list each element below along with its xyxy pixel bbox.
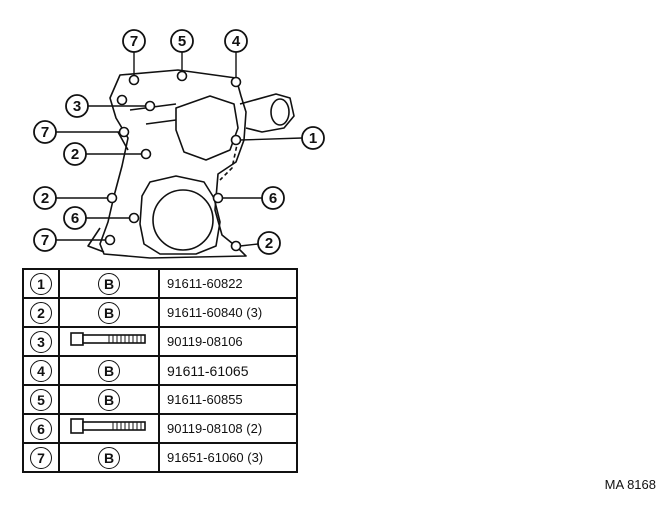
part-number-badge: 5	[30, 388, 52, 411]
bolt-hole	[144, 100, 156, 112]
pulley-housing	[139, 175, 221, 255]
callout-label: 5	[178, 33, 186, 50]
bolt-head-icon: B	[98, 446, 120, 469]
long-bolt-icon	[70, 332, 146, 346]
table-row: 2 B 91611-60840 (3)	[22, 297, 298, 328]
bolt-head-icon: B	[98, 359, 120, 382]
callout-circle	[33, 228, 57, 252]
table-row: 4 B 91611-61065	[22, 355, 298, 386]
bolt-hole	[106, 192, 118, 204]
bolt-hole	[104, 234, 116, 246]
bolt-parts-table: 1 B 91611-60822 2 B 91611-60840 (3) 3 90…	[22, 268, 298, 473]
bolt-hole	[230, 134, 242, 146]
callout-label: 2	[41, 190, 49, 207]
part-number-badge: 7	[30, 446, 52, 469]
callout-circle	[257, 231, 281, 255]
part-number: 91611-60855	[158, 384, 298, 415]
callout-circle	[122, 29, 146, 53]
upper-housing	[175, 95, 239, 161]
bolt-head-icon: B	[98, 301, 120, 324]
callout-label: 1	[309, 130, 317, 147]
callout-label: 7	[41, 124, 49, 141]
bolt-hole	[140, 148, 152, 160]
callout-label: 2	[265, 235, 273, 252]
part-number: 90119-08108 (2)	[158, 413, 298, 444]
part-number: 91651-61060 (3)	[158, 442, 298, 473]
callout-circle	[170, 29, 194, 53]
part-number: 91611-60822	[158, 268, 298, 299]
callout-circle	[65, 94, 89, 118]
bolt-hole	[116, 94, 128, 106]
timing-cover-outline	[99, 69, 247, 259]
bolt-hole	[128, 212, 140, 224]
callout-label: 3	[73, 98, 81, 115]
bolt-hole	[230, 240, 242, 252]
table-row: 3 90119-08106	[22, 326, 298, 357]
table-row: 6 90119-08108 (2)	[22, 413, 298, 444]
part-number-badge: 4	[30, 359, 52, 382]
figure-reference-code: MA 8168	[604, 477, 656, 492]
callout-circle	[63, 206, 87, 230]
bolt-hole	[118, 126, 130, 138]
bolt-hole	[128, 74, 140, 86]
part-number-badge: 1	[30, 272, 52, 295]
table-row: 1 B 91611-60822	[22, 268, 298, 299]
part-number-badge: 6	[30, 417, 52, 440]
callout-circle	[224, 29, 248, 53]
part-number: 91611-60840 (3)	[158, 297, 298, 328]
part-number: 90119-08106	[158, 326, 298, 357]
callout-label: 2	[71, 146, 79, 163]
part-number-badge: 3	[30, 330, 52, 353]
long-bolt-icon	[70, 418, 146, 434]
timing-cover-diagram: 7 5 4 3 7 2 2 6 7 1 6 2	[33, 29, 325, 259]
callout-circle	[301, 126, 325, 150]
table-row: 7 B 91651-61060 (3)	[22, 442, 298, 473]
bolt-head-icon: B	[98, 272, 120, 295]
water-pump-outlet	[239, 93, 295, 133]
callout-label: 7	[130, 33, 138, 50]
callout-circle	[261, 186, 285, 210]
bolt-hole	[230, 76, 242, 88]
bolt-hole	[176, 70, 188, 82]
callout-label: 6	[71, 210, 79, 227]
part-number-badge: 2	[30, 301, 52, 324]
callout-label: 6	[269, 190, 277, 207]
bolt-head-icon: B	[98, 388, 120, 411]
callout-circle	[33, 186, 57, 210]
crank-seal-circle	[152, 189, 214, 251]
bolt-hole	[212, 192, 224, 204]
table-row: 5 B 91611-60855	[22, 384, 298, 415]
callout-label: 7	[41, 232, 49, 249]
callout-circle	[63, 142, 87, 166]
part-number: 91611-61065	[158, 355, 298, 386]
callout-circle	[33, 120, 57, 144]
callout-label: 4	[232, 33, 241, 50]
